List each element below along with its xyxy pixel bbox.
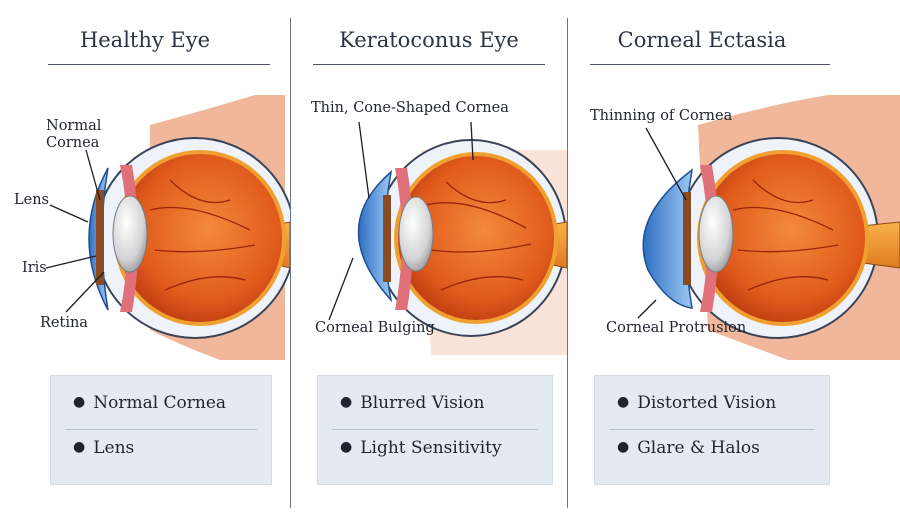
- eyeball-shape: [394, 152, 558, 324]
- bullet-item: ● Light Sensitivity: [340, 438, 502, 458]
- bullet-text: Normal Cornea: [93, 393, 227, 413]
- label-corneal-bulging: Corneal Bulging: [315, 320, 435, 336]
- panel-divider: [290, 18, 291, 508]
- bullet-text: Distorted Vision: [637, 393, 777, 413]
- title-rule: [590, 64, 830, 65]
- leader-line: [358, 121, 370, 199]
- keratoconus-eye-illustration: [328, 121, 567, 355]
- title-rule: [48, 64, 270, 65]
- bullet-dot-icon: ●: [340, 394, 353, 410]
- bullet-item: ● Lens: [73, 438, 134, 458]
- bullet-dot-icon: ●: [340, 439, 353, 455]
- bullet-dot-icon: ●: [617, 439, 630, 455]
- healthy-eye-illustration: [45, 95, 290, 360]
- bullet-dot-icon: ●: [73, 439, 86, 455]
- lens-shape: [398, 196, 434, 272]
- box-divider: [609, 429, 815, 430]
- leader-line: [328, 257, 354, 321]
- panel-title: Healthy Eye: [79, 28, 211, 52]
- leader-line: [470, 121, 474, 161]
- label-iris: Iris: [22, 260, 47, 276]
- bullet-dot-icon: ●: [617, 394, 630, 410]
- bullet-item: ● Normal Cornea: [73, 393, 226, 413]
- panel-title: Keratoconus Eye: [339, 28, 519, 52]
- symptoms-box: ● Distorted Vision ● Glare & Halos: [594, 375, 830, 485]
- iris-shape: [683, 192, 691, 285]
- label-corneal-protrusion: Corneal Protrusion: [606, 320, 747, 336]
- blood-vessels-shape: [149, 179, 256, 291]
- box-divider: [65, 429, 257, 430]
- blood-vessels-shape: [732, 179, 839, 291]
- leader-line: [45, 255, 97, 269]
- bullet-text: Blurred Vision: [360, 393, 485, 413]
- panel-keratoconus-eye: Keratoconus Eye Thin, Cone-Shaped Cornea…: [291, 0, 567, 526]
- iris-shape: [96, 190, 104, 285]
- panel-divider: [567, 18, 568, 508]
- title-rule: [313, 64, 545, 65]
- panel-healthy-eye: Healthy Eye Normal Cornea Lens Iris Reti…: [0, 0, 290, 526]
- bullet-dot-icon: ●: [73, 394, 86, 410]
- leader-line: [65, 271, 105, 313]
- label-lens: Lens: [14, 192, 49, 208]
- leader-line: [645, 127, 687, 201]
- label-retina: Retina: [40, 315, 88, 331]
- label-normal-cornea: Normal Cornea: [46, 118, 102, 151]
- label-thin-cone-cornea: Thin, Cone-Shaped Cornea: [311, 100, 509, 116]
- iris-shape: [383, 195, 391, 282]
- symptoms-box: ● Normal Cornea ● Lens: [50, 375, 272, 485]
- panel-title: Corneal Ectasia: [617, 28, 787, 52]
- leader-line: [637, 299, 657, 319]
- panel-corneal-ectasia: Corneal Ectasia Thinning of Cornea Corne…: [568, 0, 900, 526]
- box-divider: [332, 429, 538, 430]
- bullet-text: Lens: [93, 438, 135, 458]
- leader-line: [49, 204, 89, 223]
- corneal-ectasia-eye-illustration: [637, 95, 900, 360]
- bullet-item: ● Distorted Vision: [617, 393, 776, 413]
- leader-line: [85, 149, 101, 201]
- symptoms-box: ● Blurred Vision ● Light Sensitivity: [317, 375, 553, 485]
- lens-shape: [698, 195, 734, 273]
- bullet-item: ● Blurred Vision: [340, 393, 484, 413]
- blood-vessels-shape: [425, 181, 532, 291]
- bullet-text: Light Sensitivity: [360, 438, 502, 458]
- bullet-text: Glare & Halos: [637, 438, 760, 458]
- label-thinning-of-cornea: Thinning of Cornea: [590, 108, 733, 124]
- bullet-item: ● Glare & Halos: [617, 438, 760, 458]
- lens-shape: [112, 195, 148, 273]
